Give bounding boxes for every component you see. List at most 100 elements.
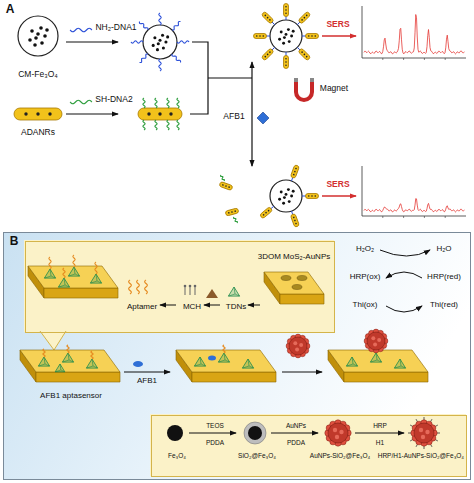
tetrahedron-edge [90,281,97,283]
particle-dot [43,34,47,38]
gold-nanorod [298,48,311,61]
reaction-arrow [380,250,430,256]
nanorod-body [259,207,272,219]
arrow [160,305,176,306]
dna-tetrahedron [44,269,55,278]
node-label: AFB1 aptasensor [40,391,102,400]
particle-dot [288,200,291,203]
aptamer-strand [223,345,225,353]
tetrahedron-edge [62,360,69,362]
chip-front [280,294,324,304]
gold-nanorod [138,108,182,120]
gold-nanorod [284,56,289,69]
aptamer-strand [95,262,97,274]
inset-ground [24,240,334,332]
gold-nanoparticle [377,338,381,342]
h1-strand [424,446,425,449]
gold-nanoparticle [333,428,337,432]
particle-dot [280,191,283,194]
nanorod-body [261,11,274,24]
mch-icon [185,287,186,295]
particle-dot [290,195,293,198]
nanorod-body [225,208,239,216]
axis-tick [382,58,383,60]
node-label: ADANRs [21,128,55,138]
afb1-molecule [133,361,143,367]
magnet-pole [310,78,314,82]
tetrahedron-edge [74,267,75,274]
gold-nanorod [290,213,299,227]
tetrahedron-edge [61,370,65,372]
dna-tetrahedron [242,359,253,368]
arrow [204,305,220,306]
node-label: AuNPs [286,422,306,429]
particle-dot [282,42,285,45]
nanorod-dot [169,112,172,115]
arrow [66,113,118,114]
chip-front [36,372,120,382]
node-label: PDDA [206,439,224,446]
dna-tetrahedron [68,267,79,276]
particle-dot [157,42,160,45]
arrow [282,371,322,372]
mch-icon-head [184,285,187,288]
chip-front [192,372,276,382]
tetrahedron-edge [201,364,206,366]
nanorod-dot [285,12,287,14]
mch-icon [190,287,191,295]
dna-tetrahedron [194,357,205,366]
chip-top [28,266,118,288]
composite-particle [289,337,307,355]
nanorod-body [298,11,311,24]
particle-dot [285,193,288,196]
tetrahedron-edge [377,360,382,362]
axis-tick [403,58,404,60]
gold-nanoparticle [373,343,377,347]
particle-dot [33,43,37,47]
nanorod-dot [269,51,271,53]
chip-top [176,350,276,372]
particle-dot [283,196,286,199]
tetrahedron-edge [51,276,56,278]
dna-tetrahedron [86,359,97,368]
h1-strand [437,433,440,434]
nanorod-dot [311,195,313,197]
tetrahedron-edge [38,364,45,366]
nanorod-body [138,108,182,120]
nanorod-body [306,194,319,199]
nanorod-body [284,56,289,69]
nanorod-body [261,48,274,61]
dna-tetrahedron [394,359,405,368]
tetrahedron-edge [235,294,240,296]
mch-marker [206,289,218,298]
sensor-chip: AFB1 aptasensor [13,339,129,413]
dna-strand [155,120,157,130]
gold-nanorod [14,108,62,120]
gold-nanoparticle [371,336,375,340]
particle-dot [161,34,164,37]
chip-top [328,350,428,372]
gold-nanorod [261,11,274,24]
nanorod-dot [295,222,297,224]
annotation-label: Thi(ox) [353,300,378,309]
nanorod-dot [293,216,295,218]
tetrahedron-edge [376,353,377,360]
dna-tetrahedron [346,357,357,366]
spectrum-axes [362,166,466,216]
nanorod-dot [301,51,303,53]
magnet-icon [296,80,312,100]
fe3o4-core [167,425,183,441]
node-label: 3DOM MoS₂-AuNPs [258,252,330,261]
nanorod-dot [285,64,287,66]
nanorod-dot [311,35,313,37]
annotation-label: H₂O [436,244,451,253]
annotation-label: SH-DNA2 [95,95,132,105]
panel-frame: B3DOM MoS₂-AuNPsAptamerMCHTDNsAFB1 aptas… [3,232,471,480]
tetrahedron-edge [60,364,62,370]
tetrahedron-edge [234,287,235,294]
tetrahedron-edge [93,366,98,368]
arrow [322,195,356,196]
